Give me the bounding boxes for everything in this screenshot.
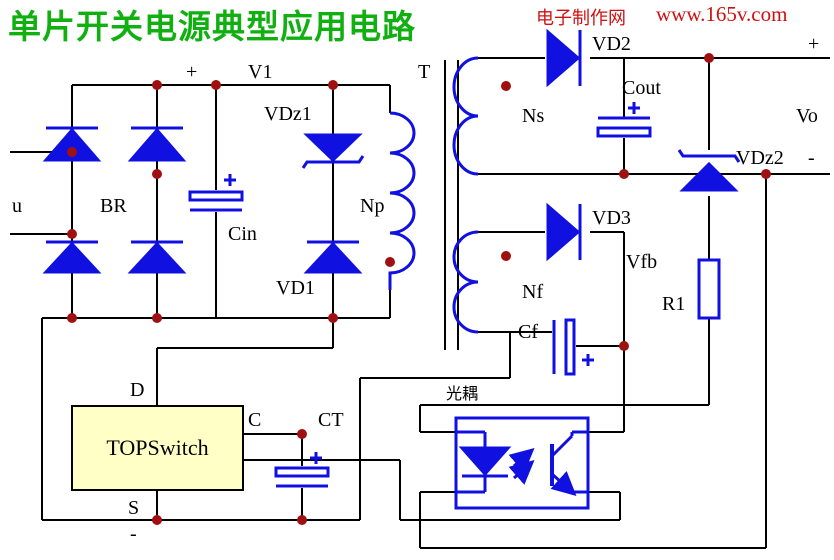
label-u: u — [12, 195, 22, 217]
label-vd3: VD3 — [592, 207, 631, 229]
bridge-diode-2 — [127, 126, 187, 162]
topswitch-chip: TOPSwitch — [71, 405, 244, 491]
bridge-diode-1 — [42, 126, 102, 162]
cin-capacitor — [188, 174, 244, 212]
label-plus-v1: + — [186, 61, 198, 83]
site-name: 电子制作网 — [536, 8, 626, 29]
label-vd2: VD2 — [592, 33, 631, 55]
label-np: Np — [360, 195, 385, 217]
vd1-diode — [303, 240, 363, 274]
label-v1: V1 — [248, 61, 273, 83]
nf-winding — [452, 230, 479, 334]
label-ct: CT — [318, 409, 344, 431]
ct-capacitor — [274, 452, 330, 488]
label-cf: Cf — [518, 321, 538, 343]
label-ns: Ns — [522, 105, 545, 127]
label-minus-out: - — [808, 147, 815, 169]
label-cout: Cout — [622, 77, 661, 99]
label-plus-out: + — [808, 33, 820, 55]
label-cin: Cin — [228, 223, 257, 245]
bridge-diode-3 — [42, 240, 102, 274]
label-optocoupler: 光耦 — [446, 384, 479, 403]
label-t: T — [418, 61, 431, 83]
label-r1: R1 — [662, 293, 686, 315]
ns-winding — [452, 56, 479, 176]
label-s: S — [128, 497, 140, 519]
page-title: 单片开关电源典型应用电路 — [8, 7, 416, 46]
vdz1-zener — [301, 133, 365, 169]
label-br: BR — [100, 195, 127, 217]
vd3-diode — [546, 202, 582, 262]
cout-capacitor — [596, 102, 652, 138]
vd2-diode — [546, 28, 582, 88]
label-vdz2: VDz2 — [736, 147, 784, 169]
label-minus-s: - — [130, 523, 137, 545]
junction-nodes — [67, 53, 771, 525]
label-vfb: Vfb — [626, 251, 658, 273]
label-c: C — [248, 409, 262, 431]
np-winding — [388, 111, 416, 290]
label-vd1: VD1 — [276, 277, 315, 299]
label-vo: Vo — [796, 105, 818, 127]
r1-resistor — [697, 258, 721, 320]
optocoupler — [454, 416, 590, 510]
cf-capacitor — [552, 318, 594, 376]
label-vdz1: VDz1 — [264, 103, 312, 125]
site-url[interactable]: www.165v.com — [656, 2, 788, 26]
bridge-diode-4 — [127, 240, 187, 274]
label-nf: Nf — [522, 281, 544, 303]
label-d: D — [130, 379, 145, 401]
vdz2-zener — [677, 149, 741, 192]
